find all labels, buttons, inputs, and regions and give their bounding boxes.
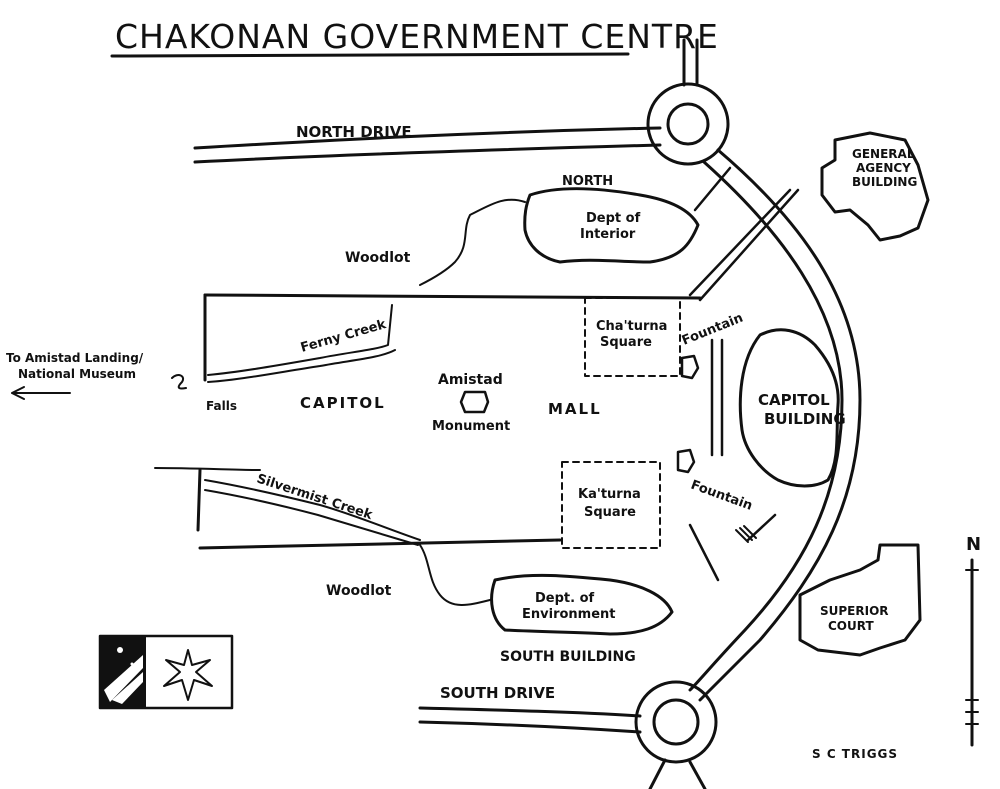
- north-roundabout: [646, 38, 730, 166]
- katurna-square: [561, 461, 661, 549]
- service-road-diag: [688, 523, 720, 582]
- general-agency-label-2: AGENCY: [856, 161, 911, 175]
- superior-court-label-2: COURT: [828, 619, 874, 633]
- south-building-label: SOUTH BUILDING: [500, 649, 636, 665]
- fountain-south: [676, 448, 696, 474]
- connector-road-mid2: [688, 188, 792, 297]
- north-arrow-icon: [965, 558, 979, 747]
- fountain-north: [680, 354, 700, 380]
- silvermist-creek: [204, 479, 421, 541]
- capitol-building: [738, 328, 840, 488]
- dept-interior-label-2: Interior: [580, 227, 636, 242]
- south-roundabout: [634, 680, 718, 789]
- steps-marker: [735, 525, 757, 543]
- chaturna-label-1: Cha'turna: [596, 319, 667, 334]
- capitol-building-label-1: CAPITOL: [758, 391, 830, 409]
- dept-environment-building: [490, 573, 674, 636]
- east-ring-road: [688, 148, 862, 702]
- falls-marker: [171, 374, 187, 390]
- general-agency-label-1: GENERAL: [852, 147, 915, 161]
- woodlot-north-label: Woodlot: [345, 250, 411, 266]
- katurna-label-2: Square: [584, 505, 636, 520]
- chaturna-label-2: Square: [600, 335, 652, 350]
- dept-interior-building: [523, 187, 700, 264]
- capitol-building-label-2: BUILDING: [764, 410, 846, 428]
- north-arrow-label: N: [966, 534, 981, 555]
- silvermist-creek-label: Silvermist Creek: [255, 472, 375, 524]
- ferny-creek-label: Ferny Creek: [299, 317, 388, 356]
- amistad-monument: [459, 390, 490, 414]
- north-drive-road: [193, 126, 662, 164]
- superior-court-label-1: SUPERIOR: [820, 604, 889, 618]
- west-arrow-icon: [11, 386, 71, 400]
- south-drive-road: [418, 706, 642, 734]
- ferny-creek: [207, 304, 393, 376]
- directions-label-1: To Amistad Landing/: [6, 351, 144, 365]
- general-agency-building: [820, 131, 930, 242]
- artist-signature: S C TRIGGS: [812, 747, 898, 761]
- monument-label-2: Monument: [432, 419, 510, 434]
- south-drive-label: SOUTH DRIVE: [440, 684, 555, 702]
- title-underline: [110, 52, 630, 58]
- capitol-mall-word-2: MALL: [548, 400, 602, 418]
- fountain-south-label: Fountain: [689, 478, 755, 514]
- dept-environment-label-2: Environment: [522, 607, 616, 622]
- connector-road-mid: [698, 188, 800, 302]
- dept-interior-label-1: Dept of: [586, 211, 641, 226]
- connector-road-north: [693, 166, 732, 212]
- directions-label-2: National Museum: [18, 367, 136, 381]
- monument-label-1: Amistad: [438, 372, 503, 388]
- north-building-label: NORTH: [562, 174, 613, 189]
- woodlot-north-edge: [419, 198, 526, 286]
- chakonan-flag: [98, 634, 234, 710]
- north-drive-label: NORTH DRIVE: [296, 123, 412, 141]
- capitol-mall-word-1: CAPITOL: [300, 394, 386, 412]
- ferny-creek-bank: [207, 349, 396, 383]
- superior-court-building: [798, 543, 922, 657]
- connector-road-south: [746, 513, 777, 542]
- silvermist-creek-bank: [204, 489, 419, 546]
- map-title: CHAKONAN GOVERNMENT CENTRE: [115, 17, 719, 56]
- general-agency-label-3: BUILDING: [852, 175, 917, 189]
- flag-star-icon: [163, 649, 213, 701]
- woodlot-south-edge: [419, 544, 491, 606]
- katurna-label-1: Ka'turna: [578, 487, 641, 502]
- woodlot-south-label: Woodlot: [326, 583, 392, 599]
- falls-label: Falls: [206, 399, 237, 413]
- dept-environment-label-1: Dept. of: [535, 591, 595, 606]
- chaturna-square: [584, 297, 681, 377]
